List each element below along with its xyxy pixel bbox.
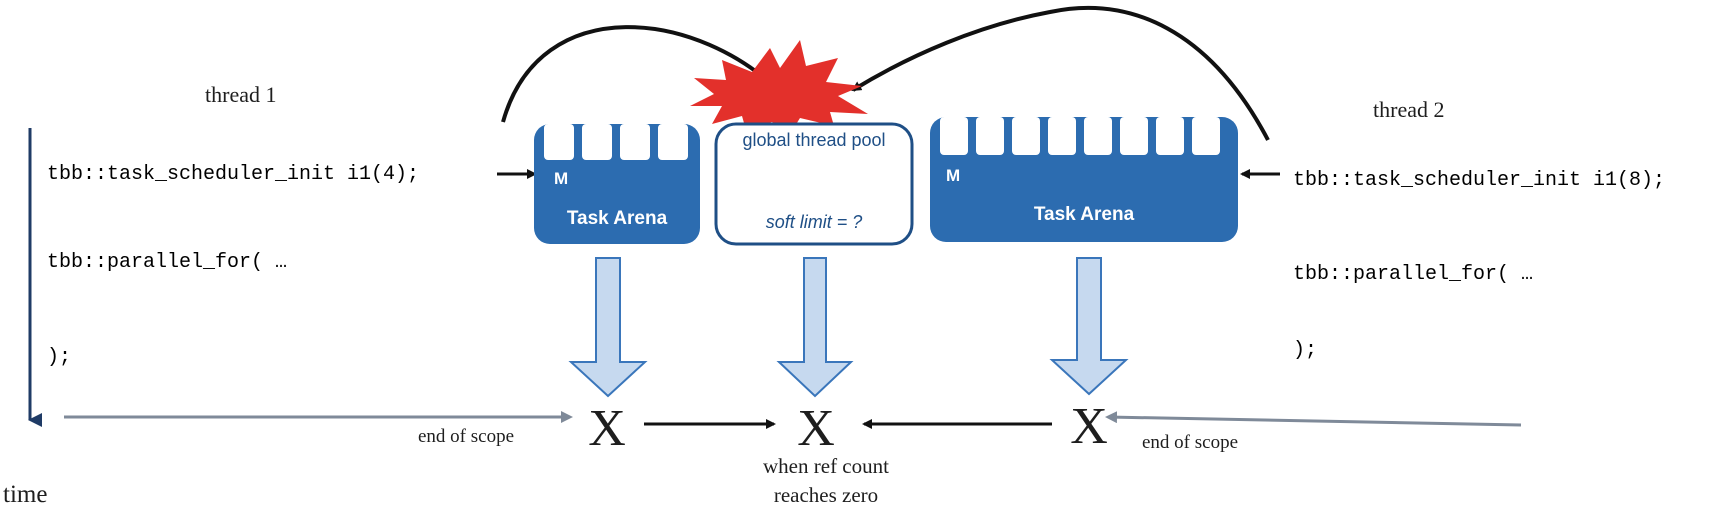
contention-burst	[690, 40, 868, 134]
right-arena-title: Task Arena	[1034, 204, 1135, 225]
left-end-of-scope-label: end of scope	[418, 426, 514, 447]
arena-slot	[940, 117, 968, 155]
arena-slot	[1120, 117, 1148, 155]
right-arena-master-label: M	[946, 166, 960, 185]
pool-title: global thread pool	[742, 130, 885, 150]
thread2-close-code: );	[1293, 339, 1317, 362]
arena-slot	[1012, 117, 1040, 155]
left-arena-master-label: M	[554, 169, 568, 188]
right-task-arena: M Task Arena	[930, 117, 1238, 242]
ref-count-caption-line2: reaches zero	[774, 483, 878, 507]
time-label: time	[3, 481, 47, 508]
thread2-label: thread 2	[1373, 97, 1444, 122]
right-down-arrow	[1049, 257, 1129, 396]
thread2-parallel-for-code: tbb::parallel_for( …	[1293, 263, 1533, 286]
left-contention-curve	[501, 25, 785, 123]
right-scope-arrow	[1105, 411, 1522, 427]
center-down-arrow	[776, 257, 854, 398]
thread2-init-code: tbb::task_scheduler_init i1(8);	[1293, 169, 1665, 192]
thread1-label: thread 1	[205, 82, 276, 107]
right-end-of-scope-label: end of scope	[1142, 432, 1238, 453]
arena-slot	[976, 117, 1004, 155]
left-destroy-x: X	[588, 400, 626, 457]
arena-slot	[620, 124, 650, 160]
thread1-parallel-for-code: tbb::parallel_for( …	[47, 251, 287, 274]
ref-count-caption-line1: when ref count	[763, 454, 889, 478]
center-destroy-x: X	[797, 400, 835, 457]
arena-slot	[1156, 117, 1184, 155]
arena-slot	[658, 124, 688, 160]
global-thread-pool: global thread pool soft limit = ?	[714, 122, 914, 246]
arena-slot	[1192, 117, 1220, 155]
thread1-close-code: );	[47, 346, 71, 369]
pool-soft-limit: soft limit = ?	[766, 212, 863, 232]
right-destroy-x: X	[1070, 398, 1108, 455]
thread1-init-code: tbb::task_scheduler_init i1(4);	[47, 163, 419, 186]
arena-slot	[544, 124, 574, 160]
left-arena-title: Task Arena	[567, 208, 668, 229]
arena-slot	[1048, 117, 1076, 155]
arena-slot	[1084, 117, 1112, 155]
left-task-arena: M Task Arena	[534, 124, 700, 244]
right-contention-curve	[851, 5, 1270, 141]
arena-slot	[582, 124, 612, 160]
left-down-arrow	[568, 257, 648, 398]
